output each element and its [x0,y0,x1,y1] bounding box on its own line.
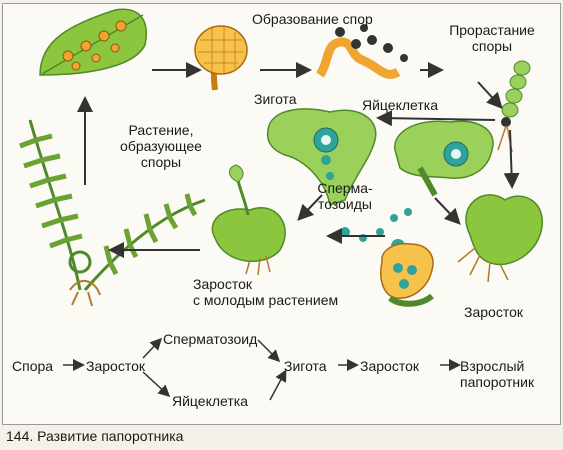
label-prothallus-young: Заросток с молодым растением [193,276,339,308]
label-egg-top: Яйцеклетка [362,97,438,113]
label-prothallus-right: Заросток [464,304,523,320]
leaf-with-sori [39,8,147,76]
label-zygote-top: Зигота [254,91,297,107]
antheridium [380,242,434,307]
germinating-spore [497,60,531,153]
flow-arrows [63,337,461,401]
sporangium [194,25,248,91]
archegonium-left [266,108,377,206]
fern-plant [19,119,206,307]
flow-prothallus2: Заросток [360,358,419,374]
archegonium-right [394,120,494,197]
flow-egg: Яйцеклетка [172,393,248,409]
prothallus-heart [457,194,543,283]
flow-zygote: Зигота [284,358,327,374]
label-spore-formation: Образование спор [252,11,373,27]
cycle-arrows [77,62,520,258]
flow-spermatozoid: Сперматозоид [163,331,258,347]
flow-prothallus: Заросток [86,358,145,374]
label-spermatozoids: Сперма- тозоиды [317,180,373,212]
prothallus-with-young-plant [211,164,286,276]
label-spore-germination: Прорастание споры [449,22,535,54]
open-sporangium [316,24,408,79]
flow-spore: Спора [12,358,54,374]
label-spore-forming-plant: Растение, образующее споры [120,122,202,170]
figure-caption: 144. Развитие папоротника [6,428,184,444]
flow-adult-fern: Взрослый папоротник [460,358,535,390]
